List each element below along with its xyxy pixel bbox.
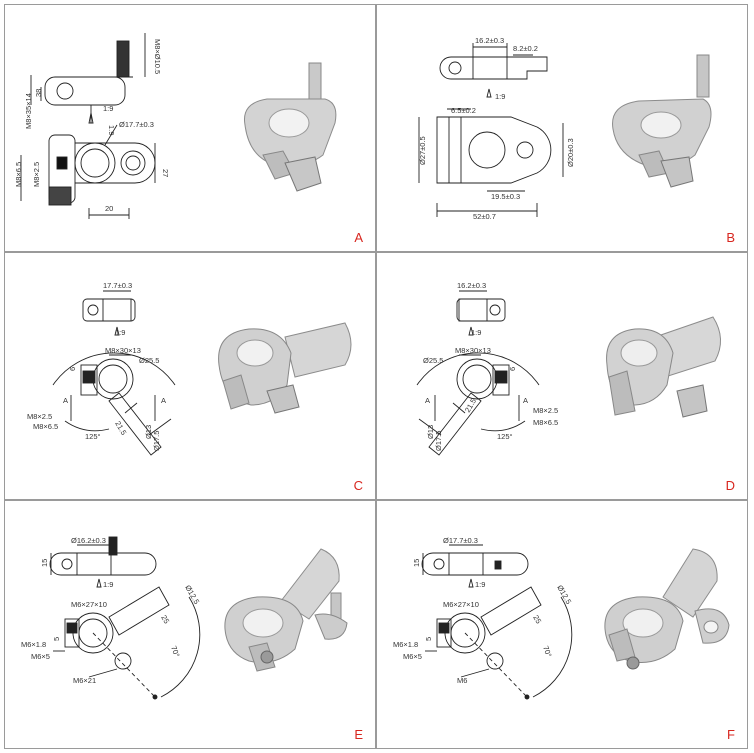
label-e-taper: 1:9	[103, 580, 113, 589]
label-d-section-l: A	[425, 396, 430, 405]
label-a-nut: M8×6.5	[14, 162, 23, 187]
label-f-taper: 1:9	[475, 580, 485, 589]
panel-f: Ø17.7±0.3 15 1:9 Ø12.5 M6×27×10 25 5 M6×…	[376, 500, 748, 749]
label-e-bolt: M6×27×10	[71, 600, 107, 609]
label-c-angle: 125°	[85, 432, 101, 441]
label-a-bolt: M8×35×14	[24, 93, 33, 129]
terminal-render-d	[606, 316, 721, 418]
label-d-angle: 125°	[497, 432, 513, 441]
label-e-washer: M6×1.8	[21, 640, 46, 649]
label-e-top-width: Ø16.2±0.3	[71, 536, 106, 545]
terminal-render-e	[224, 548, 348, 672]
label-f-washer: M6×1.8	[393, 640, 418, 649]
label-f-tube: Ø12.5	[555, 584, 573, 606]
label-b-offset: 19.5±0.3	[491, 192, 520, 201]
label-c-bore: Ø25.5	[139, 356, 159, 365]
panel-letter-a: A	[354, 230, 363, 245]
label-f-length: 25	[531, 614, 543, 626]
panel-letter-f: F	[727, 727, 735, 742]
label-c-six: 6	[68, 367, 77, 371]
label-f-angle: 70°	[541, 645, 553, 659]
label-c-taper: 1:9	[115, 328, 125, 337]
drawing-f: Ø17.7±0.3 15 1:9 Ø12.5 M6×27×10 25 5 M6×…	[393, 536, 730, 700]
label-a-width: 20	[105, 204, 113, 213]
terminal-render-f	[604, 548, 730, 670]
label-f-five: 5	[424, 637, 433, 641]
label-b-length: 52±0.7	[473, 212, 496, 221]
label-d-bolt: M8×30×13	[455, 346, 491, 355]
drawing-a: M8×Ø10.5 38 M8×35×14 1:9 1.9 Ø17.7±0.3 2…	[14, 33, 337, 219]
label-e-nut: M6×5	[31, 652, 50, 661]
label-a-height: 27	[161, 169, 170, 177]
label-a-thread: M8×Ø10.5	[153, 39, 162, 74]
label-f-nut: M6×5	[403, 652, 422, 661]
label-d-tube-outer: Ø17.5	[434, 431, 443, 451]
panel-letter-e: E	[354, 727, 363, 742]
panel-letter-d: D	[725, 478, 735, 493]
label-b-hole: Ø20±0.3	[566, 138, 575, 167]
label-c-section-l: A	[63, 396, 68, 405]
label-b-gap: 6.5±0.2	[451, 106, 476, 115]
panel-letter-b: B	[726, 230, 735, 245]
panel-b: 16.2±0.3 8.2±0.2 1:9 6.5±0.2 Ø27±0.5 Ø20…	[376, 4, 748, 252]
label-b-taper: 1:9	[495, 92, 505, 101]
label-e-length: 25	[159, 614, 171, 626]
label-c-section-r: A	[161, 396, 166, 405]
label-d-taper: 1:9	[471, 328, 481, 337]
label-b-top-width: 16.2±0.3	[475, 36, 504, 45]
label-b-top-slot: 8.2±0.2	[513, 44, 538, 53]
label-c-top-width: 17.7±0.3	[103, 281, 132, 290]
label-f-bolt: M6×27×10	[443, 600, 479, 609]
label-c-tube-outer: Ø17.5	[152, 431, 161, 451]
label-e-five: 5	[52, 637, 61, 641]
label-d-bore: Ø25.5	[423, 356, 443, 365]
label-c-nut: M8×6.5	[33, 422, 58, 431]
label-d-six: 6	[508, 367, 517, 371]
panel-c: 17.7±0.3 1:9 M8×30×13 Ø25.5 6 M8×2.5 M8×…	[4, 252, 376, 500]
label-d-tube: Ø13	[426, 425, 435, 439]
label-c-washer: M8×2.5	[27, 412, 52, 421]
label-b-outer: Ø27±0.5	[418, 136, 427, 165]
label-d-nut: M8×6.5	[533, 418, 558, 427]
drawing-e: Ø16.2±0.3 15 1:9 Ø12.5 M6×27×10 25 5 M6×…	[21, 536, 348, 700]
label-a-washer: M8×2.5	[32, 162, 41, 187]
label-e-stud: M6×21	[73, 676, 96, 685]
panel-e: Ø16.2±0.3 15 1:9 Ø12.5 M6×27×10 25 5 M6×…	[4, 500, 376, 749]
terminal-render-a	[243, 62, 337, 192]
terminal-render-c	[218, 322, 352, 414]
label-c-tube: Ø13	[144, 425, 153, 439]
label-a-shoulder: 38	[34, 89, 43, 97]
label-d-washer: M8×2.5	[533, 406, 558, 415]
label-a-taper: 1:9	[103, 104, 113, 113]
drawing-d: 16.2±0.3 1:9 M8×30×13 Ø25.5 6 M8×2.5 M8×…	[416, 281, 721, 456]
label-c-bolt: M8×30×13	[105, 346, 141, 355]
drawing-b: 16.2±0.3 8.2±0.2 1:9 6.5±0.2 Ø27±0.5 Ø20…	[418, 36, 712, 221]
panel-d: 16.2±0.3 1:9 M8×30×13 Ø25.5 6 M8×2.5 M8×…	[376, 252, 748, 500]
label-f-top-width: Ø17.7±0.3	[443, 536, 478, 545]
label-a-bore: Ø17.7±0.3	[119, 120, 154, 129]
label-d-length: 21.5	[463, 397, 478, 414]
drawing-c: 17.7±0.3 1:9 M8×30×13 Ø25.5 6 M8×2.5 M8×…	[27, 281, 352, 456]
label-c-length: 21.5	[113, 420, 128, 437]
label-e-angle: 70°	[169, 645, 181, 659]
terminal-render-b	[612, 54, 712, 188]
label-e-height: 15	[40, 559, 49, 567]
panel-a: M8×Ø10.5 38 M8×35×14 1:9 1.9 Ø17.7±0.3 2…	[4, 4, 376, 252]
label-d-top-width: 16.2±0.3	[457, 281, 486, 290]
label-f-height: 15	[412, 559, 421, 567]
panel-letter-c: C	[353, 478, 363, 493]
label-d-section-r: A	[523, 396, 528, 405]
label-e-tube: Ø12.5	[183, 584, 201, 606]
label-f-hole: M6	[457, 676, 467, 685]
label-a-slot: 1.9	[107, 125, 116, 135]
